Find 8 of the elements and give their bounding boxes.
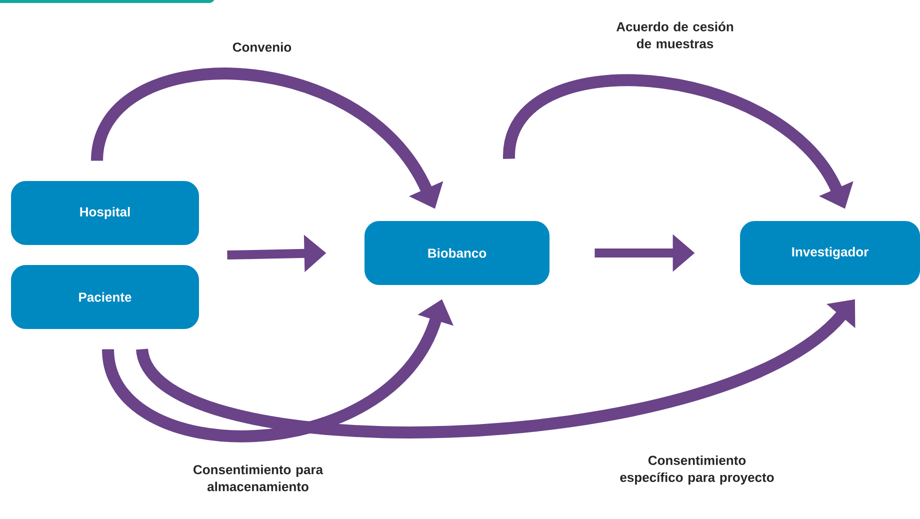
edge-label: Acuerdo de cesión de muestras xyxy=(616,22,734,48)
process-box: Investigador xyxy=(740,221,920,285)
process-box: Biobanco xyxy=(364,221,550,285)
edge-label: Convenio xyxy=(232,42,292,52)
process-box: Paciente xyxy=(11,265,199,329)
process-box: Hospital xyxy=(11,181,199,245)
edge-label: Consentimiento para almacenamiento xyxy=(194,464,324,492)
edge-label: Consentimiento específico para proyecto xyxy=(620,455,774,485)
